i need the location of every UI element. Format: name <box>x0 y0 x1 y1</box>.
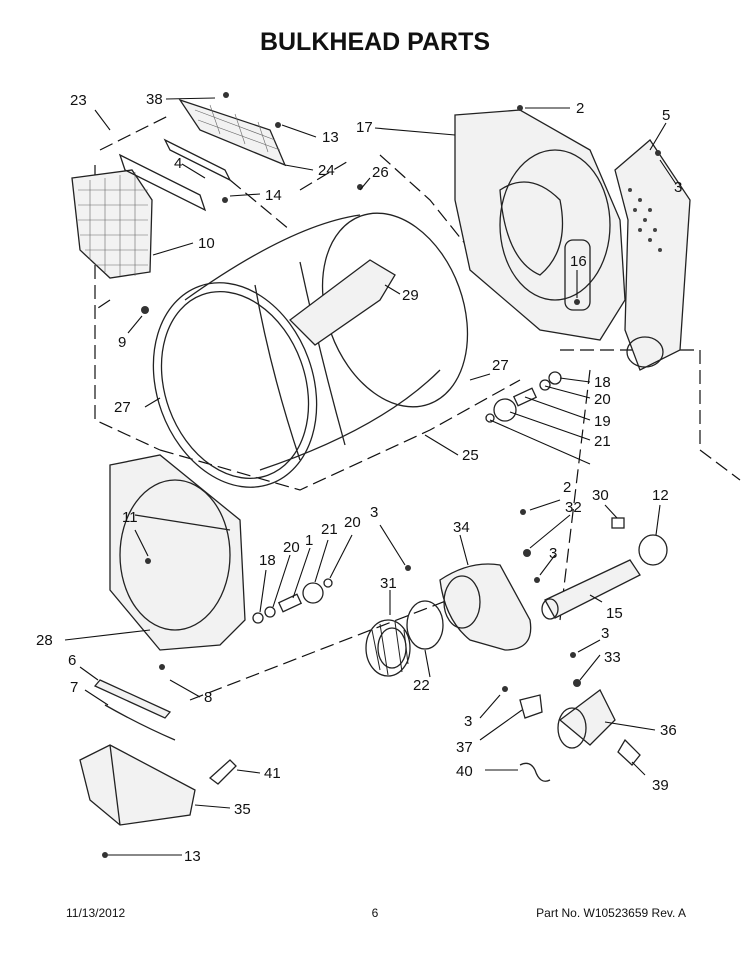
screws <box>102 92 661 858</box>
callout-1: 1 <box>305 532 313 549</box>
blower-housing <box>439 563 532 651</box>
callout-17: 17 <box>356 119 373 136</box>
drum-bearing-parts-rear <box>485 371 562 423</box>
drum-bearing-parts-front <box>252 578 333 624</box>
callout-23: 23 <box>70 92 87 109</box>
callout-27-rear: 27 <box>492 357 509 374</box>
callout-13-lower: 13 <box>184 848 201 865</box>
motor-clamp <box>519 694 543 719</box>
drum-glide <box>104 704 176 741</box>
blower-wheel <box>365 619 411 677</box>
assembly-outline-bottom <box>159 379 521 491</box>
callout-leaders <box>64 97 677 856</box>
drive-motor <box>557 689 641 766</box>
exhaust-gasket <box>638 534 668 566</box>
callout-29: 29 <box>402 287 419 304</box>
callout-15: 15 <box>606 605 623 622</box>
callout-33: 33 <box>604 649 621 666</box>
callout-32: 32 <box>565 499 582 516</box>
page-title: BULKHEAD PARTS <box>259 28 491 56</box>
assembly-outline-right <box>560 349 741 481</box>
callout-21-front: 21 <box>321 521 338 538</box>
callout-27: 27 <box>114 399 131 416</box>
assembly-outline-lower <box>189 369 591 701</box>
rear-bulkhead <box>454 109 626 341</box>
callout-30: 30 <box>592 487 609 504</box>
callout-3-blower: 3 <box>370 504 378 521</box>
callout-5: 5 <box>662 107 670 124</box>
callout-40: 40 <box>456 763 473 780</box>
callout-22: 22 <box>413 677 430 694</box>
callout-31: 31 <box>380 575 397 592</box>
callout-3-motor: 3 <box>601 625 609 642</box>
assembly-outline-left <box>94 114 171 451</box>
callout-12: 12 <box>652 487 669 504</box>
motor-wire <box>519 762 551 782</box>
callout-14: 14 <box>265 187 282 204</box>
callout-25: 25 <box>462 447 479 464</box>
callout-34: 34 <box>453 519 470 536</box>
front-bulkhead <box>109 454 246 651</box>
callout-18: 18 <box>594 374 611 391</box>
wire-clip <box>208 759 237 785</box>
exhaust-tube <box>541 559 641 620</box>
callout-10: 10 <box>198 235 215 252</box>
thermistor-clip <box>611 517 625 529</box>
callout-35: 35 <box>234 801 251 818</box>
callout-28: 28 <box>36 632 53 649</box>
heater-exhaust-duct <box>614 139 691 371</box>
callout-numbers: 23 38 13 17 2 5 3 24 4 14 26 10 16 9 29 … <box>36 91 682 865</box>
callout-2: 2 <box>576 100 584 117</box>
callout-24: 24 <box>318 162 335 179</box>
callout-39: 39 <box>652 777 669 794</box>
callout-9: 9 <box>118 334 126 351</box>
callout-3-clamp: 3 <box>464 713 472 730</box>
callout-20-front-b: 20 <box>344 514 361 531</box>
callout-20: 20 <box>594 391 611 408</box>
callout-3: 3 <box>674 179 682 196</box>
callout-8: 8 <box>204 689 212 706</box>
assembly-outline-top <box>229 154 471 251</box>
callout-41: 41 <box>264 765 281 782</box>
footer-page-number: 6 <box>371 906 379 920</box>
lint-duct-assembly <box>79 744 196 826</box>
callout-4: 4 <box>174 155 182 172</box>
lint-duct-bracket <box>118 138 232 212</box>
footer-part-number: Part No. W10523659 Rev. A <box>536 906 686 920</box>
blower-gasket <box>406 600 444 650</box>
callout-38: 38 <box>146 91 163 108</box>
dryer-drum <box>152 212 469 488</box>
callout-19: 19 <box>594 413 611 430</box>
callout-11: 11 <box>122 509 138 526</box>
callout-37: 37 <box>456 739 473 756</box>
callout-13: 13 <box>322 129 339 146</box>
footer-date: 11/13/2012 <box>66 906 126 920</box>
callout-21: 21 <box>594 433 611 450</box>
callout-36: 36 <box>660 722 677 739</box>
callout-2-lower: 2 <box>563 479 571 496</box>
callout-18-front: 18 <box>259 552 276 569</box>
front-panel-seal <box>93 679 172 719</box>
callout-3-duct: 3 <box>549 545 557 562</box>
lint-screen <box>71 169 153 279</box>
callout-16: 16 <box>570 253 587 270</box>
callout-6: 6 <box>68 652 76 669</box>
callout-7: 7 <box>70 679 78 696</box>
callout-26: 26 <box>372 164 389 181</box>
lint-duct-cover <box>178 98 287 167</box>
callout-20-front: 20 <box>283 539 300 556</box>
